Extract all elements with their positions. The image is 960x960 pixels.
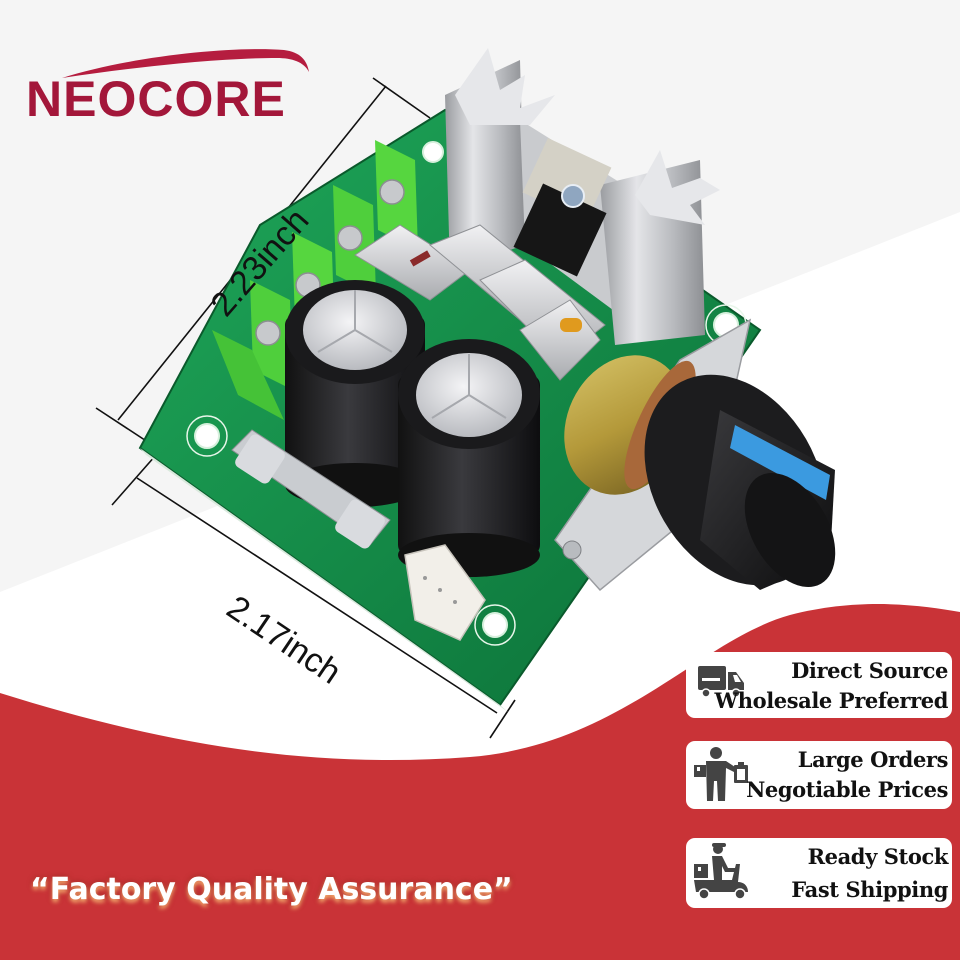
brand-logo: NEOCORE [22,42,332,132]
badge-line2: Negotiable Prices [746,777,948,802]
brand-name: NEOCORE [26,71,286,127]
badge-large-orders: Large Orders Negotiable Prices [686,741,952,809]
logo-swoosh-icon [62,49,309,78]
capacitor-right [398,339,540,577]
badge-line1: Large Orders [797,747,949,772]
fuse [231,429,391,549]
capacitor-left [285,280,425,507]
badge-line1: Direct Source [791,658,948,683]
badge-line1: Ready Stock [807,844,949,869]
badge-direct-source: Direct Source Wholesale Preferred [686,652,952,718]
badge-ready-stock: Ready Stock Fast Shipping [686,838,952,908]
delivery-person-icon [694,747,748,801]
scooter-courier-icon [694,843,748,900]
slogan: “Factory Quality Assurance” [30,872,513,907]
rear-heatsink [445,48,720,345]
badge-line2: Fast Shipping [791,877,948,902]
badge-line2: Wholesale Preferred [714,688,949,713]
truck-icon [698,666,744,698]
connector [404,544,486,641]
knob [644,374,836,590]
